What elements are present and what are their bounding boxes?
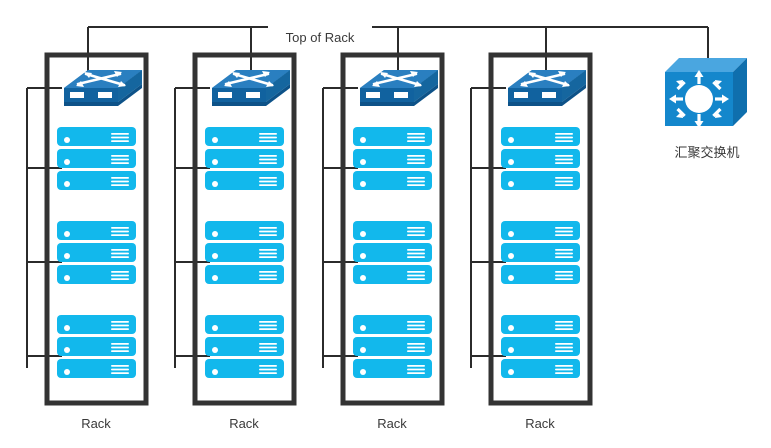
server-unit: [205, 221, 284, 240]
server-unit: [501, 265, 580, 284]
rack-3-label: Rack: [377, 416, 407, 431]
server-unit: [353, 315, 432, 334]
server-unit: [57, 337, 136, 356]
rack-3-servers: [353, 127, 432, 378]
top-of-rack-label: Top of Rack: [286, 30, 355, 45]
rack-2-servers: [205, 127, 284, 378]
server-unit: [205, 127, 284, 146]
rack-4[interactable]: Rack: [470, 52, 593, 431]
server-unit: [205, 265, 284, 284]
server-unit: [57, 359, 136, 378]
rack-1-label: Rack: [81, 416, 111, 431]
server-unit: [353, 265, 432, 284]
server-unit: [353, 171, 432, 190]
rack-3[interactable]: Rack: [322, 52, 445, 431]
server-unit: [501, 127, 580, 146]
server-unit: [205, 315, 284, 334]
server-unit: [353, 127, 432, 146]
rack-2-label: Rack: [229, 416, 259, 431]
rack-2-tor-switch[interactable]: [210, 68, 292, 108]
server-unit: [57, 265, 136, 284]
rack-1-servers: [57, 127, 136, 378]
server-unit: [57, 149, 136, 168]
rack-1[interactable]: Rack: [26, 52, 149, 431]
server-unit: [57, 243, 136, 262]
server-unit: [501, 315, 580, 334]
aggregation-switch-label: 汇聚交换机: [674, 145, 739, 161]
server-unit: [353, 221, 432, 240]
rack-2[interactable]: Rack: [174, 52, 297, 431]
server-unit: [501, 149, 580, 168]
server-unit: [205, 337, 284, 356]
server-unit: [353, 243, 432, 262]
server-unit: [57, 315, 136, 334]
rack-4-servers: [501, 127, 580, 378]
server-unit: [501, 359, 580, 378]
server-unit: [501, 221, 580, 240]
rack-3-tor-switch[interactable]: [358, 68, 440, 108]
server-unit: [501, 243, 580, 262]
rack-4-tor-switch[interactable]: [506, 68, 588, 108]
server-unit: [57, 171, 136, 190]
server-unit: [353, 337, 432, 356]
server-unit: [501, 337, 580, 356]
rack-4-label: Rack: [525, 416, 555, 431]
server-unit: [57, 127, 136, 146]
server-unit: [501, 171, 580, 190]
aggregation-switch[interactable]: 汇聚交换机: [665, 58, 747, 161]
server-unit: [353, 359, 432, 378]
server-unit: [205, 171, 284, 190]
server-unit: [57, 221, 136, 240]
server-unit: [353, 149, 432, 168]
server-unit: [205, 149, 284, 168]
server-unit: [205, 243, 284, 262]
rack-1-tor-switch[interactable]: [62, 68, 144, 108]
server-unit: [205, 359, 284, 378]
